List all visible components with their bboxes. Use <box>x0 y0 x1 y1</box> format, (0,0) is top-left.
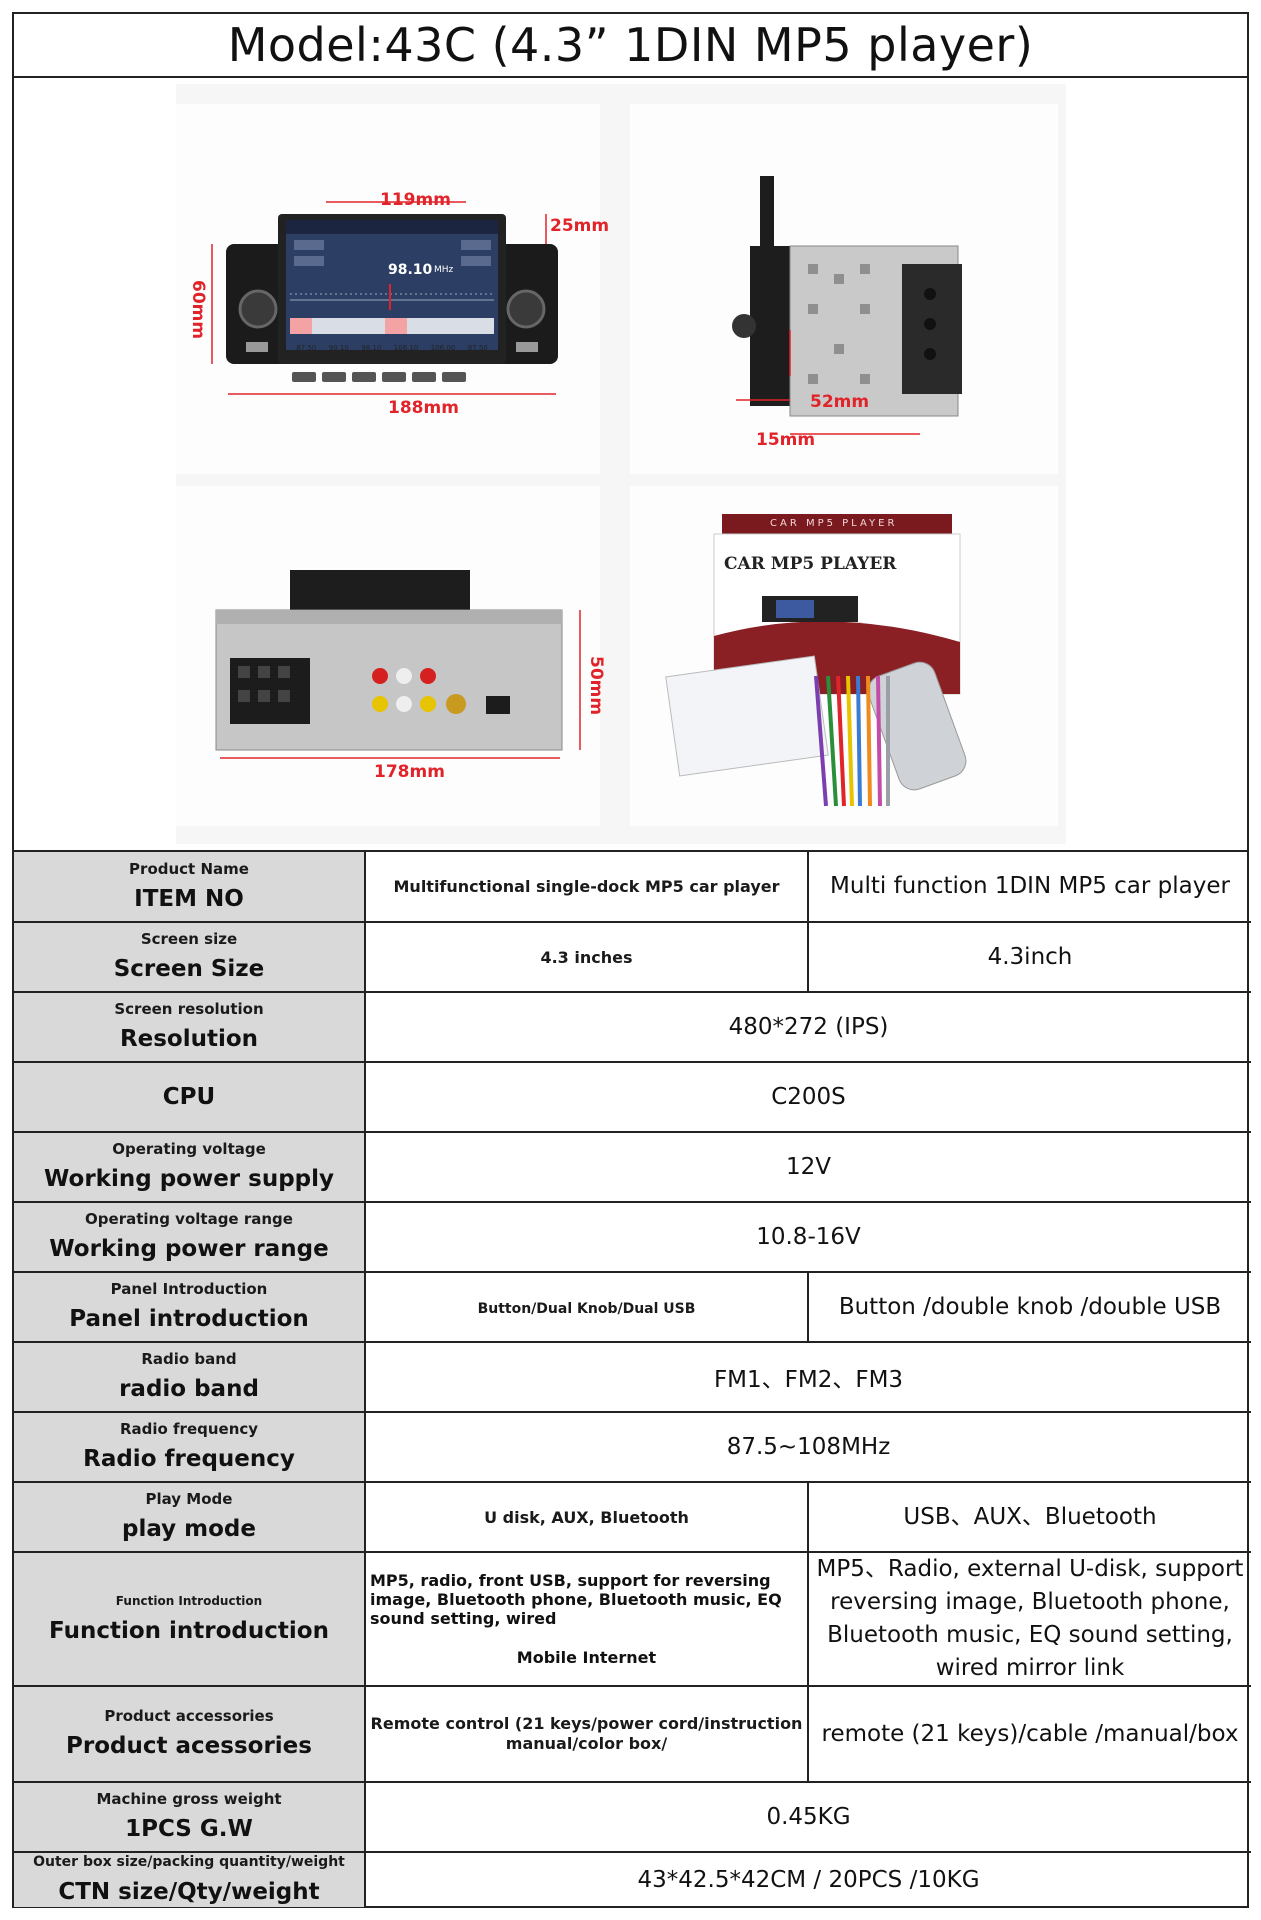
box-lid-label: CAR MP5 PLAYER <box>770 518 898 529</box>
front-width-label: 119mm <box>380 190 451 210</box>
front-depth-label: 25mm <box>550 216 610 236</box>
function-text: MP5, radio, front USB, support for rever… <box>370 1571 782 1628</box>
spec-value-cn: 4.3 inches <box>364 921 809 993</box>
spec-label: Operating voltage Working power supply <box>14 1131 366 1203</box>
spec-label: Screen size Screen Size <box>14 921 366 993</box>
spec-value-en: MP5、Radio, external U-disk, support reve… <box>807 1551 1251 1687</box>
side-view-photo: 52mm 15mm 50mm <box>630 104 1058 508</box>
spec-label: CPU <box>14 1061 366 1133</box>
spec-value: 10.8-16V <box>364 1201 1251 1273</box>
table-row: Outer box size/packing quantity/weight C… <box>14 1851 1251 1907</box>
spec-label: Play Mode play mode <box>14 1481 366 1553</box>
spec-value-cn: Button/Dual Knob/Dual USB <box>364 1271 809 1343</box>
rear-height-label: 50mm <box>586 656 606 716</box>
spec-value-en: Button /double knob /double USB <box>807 1271 1251 1343</box>
spec-label: Radio frequency Radio frequency <box>14 1411 366 1483</box>
spec-value-cn: U disk, AUX, Bluetooth <box>364 1481 809 1553</box>
table-row: Panel Introduction Panel introduction Bu… <box>14 1271 1251 1343</box>
spec-label: Operating voltage range Working power ra… <box>14 1201 366 1273</box>
preset-frequency: 98.10 <box>361 344 382 352</box>
spec-value-en: remote (21 keys)/cable /manual/box <box>807 1685 1251 1783</box>
front-height-label: 60mm <box>188 280 208 340</box>
spec-value-cn: Remote control (21 keys/power cord/instr… <box>364 1685 809 1783</box>
spec-label: Product accessories Product acessories <box>14 1685 366 1783</box>
preset-frequency-list: 87.50 90.10 98.10 106.10 106.00 87.50 <box>290 344 494 352</box>
spec-value-en: USB、AUX、Bluetooth <box>807 1481 1251 1553</box>
product-photos: 119mm 25mm 60mm 188mm 98.10 MHz 87.50 90… <box>14 78 1247 852</box>
table-row: Product Name ITEM NO Multifunctional sin… <box>14 852 1251 923</box>
spec-value: 480*272 (IPS) <box>364 991 1251 1063</box>
table-row: Operating voltage range Working power ra… <box>14 1201 1251 1273</box>
table-row: Radio band radio band FM1、FM2、FM3 <box>14 1341 1251 1413</box>
display-frequency: 98.10 <box>388 262 433 278</box>
preset-frequency: 90.10 <box>328 344 349 352</box>
spec-label: Radio band radio band <box>14 1341 366 1413</box>
front-overall-label: 188mm <box>388 398 459 418</box>
table-row: Product accessories Product acessories R… <box>14 1685 1251 1783</box>
spec-label: Machine gross weight 1PCS G.W <box>14 1781 366 1853</box>
spec-value-en: 4.3inch <box>807 921 1251 993</box>
page-title: Model:43C (4.3” 1DIN MP5 player) <box>14 14 1247 78</box>
side-view-drawing <box>732 176 962 435</box>
preset-frequency: 106.10 <box>393 344 419 352</box>
side-height-label: 52mm <box>810 392 870 412</box>
spec-value: 43*42.5*42CM / 20PCS /10KG <box>364 1851 1251 1907</box>
spec-value: 0.45KG <box>364 1781 1251 1853</box>
rear-width-label: 178mm <box>374 762 445 782</box>
spec-value-en: Multi function 1DIN MP5 car player <box>807 852 1251 923</box>
table-row: CPU C200S <box>14 1061 1251 1133</box>
rear-view-drawing <box>215 570 581 759</box>
front-view-photo: 119mm 25mm 60mm 188mm 98.10 MHz 87.50 90… <box>176 104 609 474</box>
table-row: Screen resolution Resolution 480*272 (IP… <box>14 991 1251 1063</box>
spec-value: 12V <box>364 1131 1251 1203</box>
spec-value: C200S <box>364 1061 1251 1133</box>
spec-value-cn: Multifunctional single-dock MP5 car play… <box>364 852 809 923</box>
rear-view-photo: 178mm 50mm <box>176 486 606 826</box>
spec-value: 87.5~108MHz <box>364 1411 1251 1483</box>
table-row: Play Mode play mode U disk, AUX, Bluetoo… <box>14 1481 1251 1553</box>
spec-sheet: Model:43C (4.3” 1DIN MP5 player) <box>12 12 1251 1908</box>
spec-value-cn: MP5, radio, front USB, support for rever… <box>364 1551 809 1687</box>
spec-value: FM1、FM2、FM3 <box>364 1341 1251 1413</box>
spec-table: Product Name ITEM NO Multifunctional sin… <box>14 852 1251 1907</box>
side-lip-label: 15mm <box>756 430 816 450</box>
package-drawing <box>665 514 967 807</box>
spec-label: Product Name ITEM NO <box>14 852 366 923</box>
table-row: Machine gross weight 1PCS G.W 0.45KG <box>14 1781 1251 1853</box>
spec-label: Function Introduction Function introduct… <box>14 1551 366 1687</box>
spec-label: Screen resolution Resolution <box>14 991 366 1063</box>
preset-frequency: 87.50 <box>296 344 317 352</box>
preset-frequency: 87.50 <box>467 344 488 352</box>
table-row: Operating voltage Working power supply 1… <box>14 1131 1251 1203</box>
table-row: Radio frequency Radio frequency 87.5~108… <box>14 1411 1251 1483</box>
table-row: Function Introduction Function introduct… <box>14 1551 1251 1687</box>
function-text-tail: Mobile Internet <box>516 1648 657 1667</box>
spec-label: Panel Introduction Panel introduction <box>14 1271 366 1343</box>
table-row: Screen size Screen Size 4.3 inches 4.3in… <box>14 921 1251 993</box>
display-frequency-unit: MHz <box>434 265 454 275</box>
box-brand-label: CAR MP5 PLAYER <box>724 554 897 574</box>
preset-frequency: 106.00 <box>430 344 456 352</box>
package-photo: CAR MP5 PLAYER CAR MP5 PLAYER <box>630 486 1058 826</box>
front-view-drawing <box>211 201 558 395</box>
spec-label: Outer box size/packing quantity/weight C… <box>14 1851 366 1907</box>
